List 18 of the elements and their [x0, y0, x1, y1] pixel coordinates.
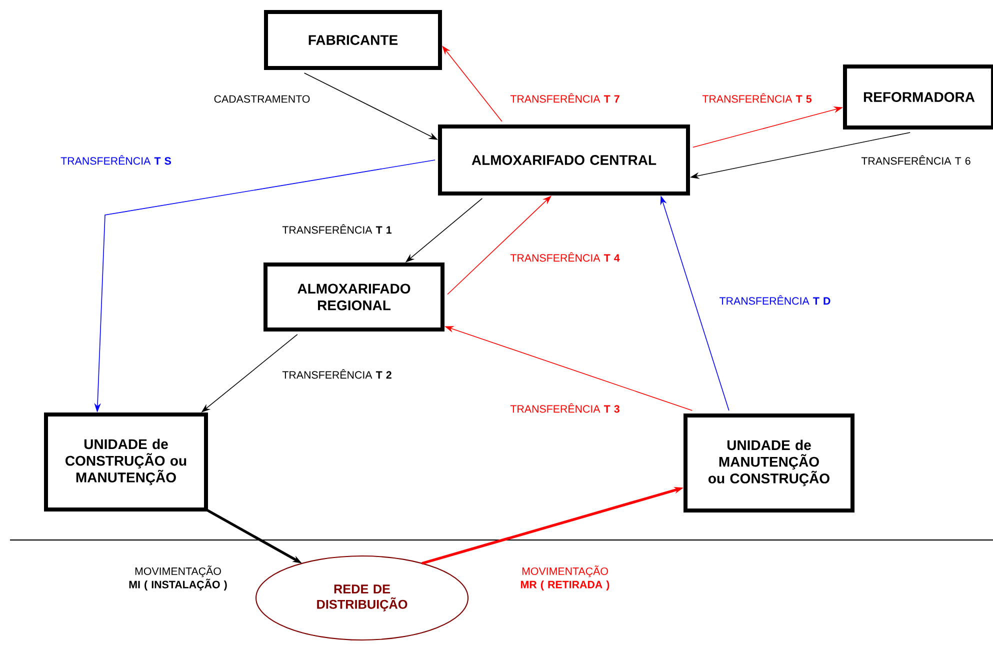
entity-box: UNIDADE de MANUTENÇÃO ou CONSTRUÇÃO	[684, 414, 854, 512]
entity-box: ALMOXARIFADO CENTRAL	[438, 124, 690, 196]
edge-label: TRANSFERÊNCIA T 7	[510, 93, 620, 103]
edge-label: TRANSFERÊNCIA T 2	[282, 369, 392, 379]
entity-box: REFORMADORA	[843, 64, 993, 130]
edge-label: TRANSFERÊNCIA T D	[720, 295, 830, 305]
edge-label: TRANSFERÊNCIA T 3	[510, 403, 620, 413]
entity-box: FABRICANTE	[264, 10, 442, 70]
edge-label: TRANSFERÊNCIA T S	[60, 155, 171, 165]
entity-box: UNIDADE de CONSTRUÇÃO ou MANUTENÇÃO	[44, 412, 208, 512]
edge-label: MOVIMENTAÇÃO MI ( INSTALAÇÃO )	[129, 566, 227, 590]
edge-label: TRANSFERÊNCIA T 1	[282, 224, 392, 234]
entity-box: ALMOXARIFADO REGIONAL	[264, 262, 444, 332]
edge-label: TRANSFERÊNCIA T 4	[510, 252, 620, 262]
edge-label: CADASTRAMENTO	[214, 95, 310, 103]
edge-label: TRANSFERÊNCIA T 6	[861, 155, 970, 165]
edge-label: MOVIMENTAÇÃO MR ( RETIRADA )	[520, 566, 610, 590]
edge-label: TRANSFERÊNCIA T 5	[702, 93, 812, 103]
